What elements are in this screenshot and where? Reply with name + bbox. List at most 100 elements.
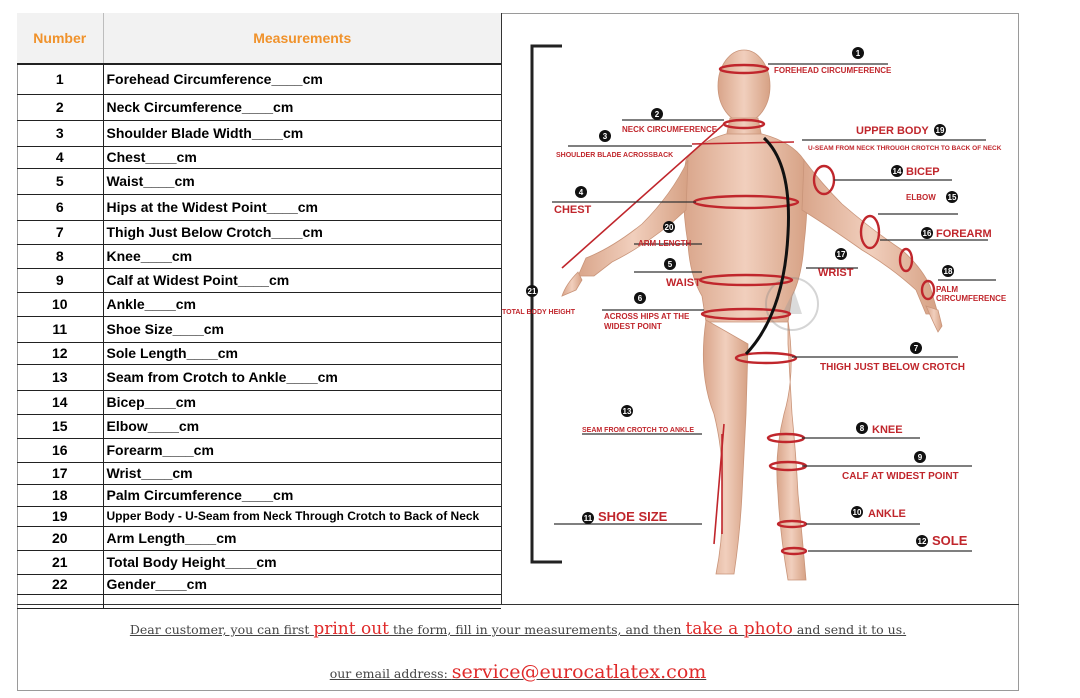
number-badge: 11: [582, 512, 594, 524]
badge-number: 14: [893, 167, 902, 176]
row-number: 10: [17, 292, 104, 317]
diagram-labels: FOREHEAD CIRCUMFERENCE NECK CIRCUMFERENC…: [502, 66, 1007, 548]
badge-number: 8: [860, 424, 865, 433]
row-measurement: Palm Circumference____cm: [103, 484, 501, 507]
row-measurement: Bicep____cm: [103, 390, 501, 415]
badge-number: 20: [665, 223, 674, 232]
footer-text-2: the form, fill in your measurements, and…: [388, 622, 686, 637]
label-hips-line1: ACROSS HIPS AT THE: [604, 312, 690, 321]
label-calf: CALF AT WIDEST POINT: [842, 471, 959, 482]
badge-number: 12: [918, 537, 927, 546]
row-number: 3: [17, 120, 104, 147]
vertical-divider: [501, 13, 502, 605]
label-chest: CHEST: [554, 204, 592, 216]
total-height-bracket: [530, 44, 562, 564]
row-number: 19: [17, 506, 104, 527]
row-measurement: [103, 594, 501, 609]
row-measurement: Upper Body - U-Seam from Neck Through Cr…: [103, 506, 501, 527]
number-badge: 16: [921, 227, 933, 239]
label-palm-line1: PALM: [936, 285, 958, 294]
label-upper-body: UPPER BODY: [856, 125, 929, 137]
badge-number: 15: [948, 193, 957, 202]
row-measurement: Chest____cm: [103, 146, 501, 169]
label-elbow: ELBOW: [906, 193, 936, 202]
row-number: 20: [17, 526, 104, 551]
number-badge: 21: [526, 285, 538, 297]
row-number: 9: [17, 268, 104, 293]
number-badge: 19: [934, 124, 946, 136]
badge-number: 21: [528, 287, 537, 296]
badge-number: 2: [655, 110, 660, 119]
number-badge: 10: [851, 506, 863, 518]
footer-note: Dear customer, you can first print out t…: [17, 605, 1019, 691]
label-hips-line2: WIDEST POINT: [604, 322, 662, 331]
row-number: 12: [17, 342, 104, 365]
number-badge: 3: [599, 130, 611, 142]
highlight-print-out: print out: [313, 619, 389, 639]
number-badge: 1: [852, 47, 864, 59]
badge-number: 17: [837, 250, 846, 259]
label-sole: SOLE: [932, 533, 968, 548]
row-measurement: Sole Length____cm: [103, 342, 501, 365]
row-number: 15: [17, 414, 104, 439]
row-measurement: Shoe Size____cm: [103, 316, 501, 343]
number-badge: 13: [621, 405, 633, 417]
row-number: 5: [17, 168, 104, 195]
badge-number: 18: [944, 267, 953, 276]
row-measurement: Gender____cm: [103, 574, 501, 595]
number-badge: 20: [663, 221, 675, 233]
footer-email-line: our email address: service@eurocatlatex.…: [17, 661, 1019, 683]
highlight-take-photo: take a photo: [685, 619, 793, 639]
row-number: 14: [17, 390, 104, 415]
u-seam-curve: [744, 136, 790, 356]
badge-number: 13: [623, 407, 632, 416]
row-measurement: Thigh Just Below Crotch____cm: [103, 220, 501, 245]
number-badge: 17: [835, 248, 847, 260]
row-number: 17: [17, 462, 104, 485]
label-wrist: WRIST: [818, 267, 854, 279]
label-waist: WAIST: [666, 277, 701, 289]
number-badge: 18: [942, 265, 954, 277]
label-palm-line2: CIRCUMFERENCE: [936, 294, 1007, 303]
label-forearm: FOREARM: [936, 228, 992, 240]
row-number: 18: [17, 484, 104, 507]
label-neck: NECK CIRCUMFERENCE: [622, 125, 718, 134]
email-label: our email address:: [329, 666, 452, 681]
badge-number: 9: [918, 453, 923, 462]
row-number: 11: [17, 316, 104, 343]
watermark-logo: [765, 277, 819, 331]
label-total-height: TOTAL BODY HEIGHT: [502, 309, 576, 316]
label-shoulder-blade: SHOULDER BLADE ACROSSBACK: [556, 152, 673, 159]
row-measurement: Ankle____cm: [103, 292, 501, 317]
row-number: 7: [17, 220, 104, 245]
badge-number: 7: [914, 344, 919, 353]
badge-number: 16: [923, 229, 932, 238]
number-badge: 14: [891, 165, 903, 177]
row-measurement: Neck Circumference____cm: [103, 94, 501, 121]
email-address-link[interactable]: service@eurocatlatex.com: [451, 661, 707, 683]
row-number: 4: [17, 146, 104, 169]
row-number: 13: [17, 364, 104, 391]
label-u-seam: U-SEAM FROM NECK THROUGH CROTCH TO BACK …: [808, 145, 1002, 152]
number-badge: 15: [946, 191, 958, 203]
row-measurement: Seam from Crotch to Ankle____cm: [103, 364, 501, 391]
number-badge: 5: [664, 258, 676, 270]
label-forehead: FOREHEAD CIRCUMFERENCE: [774, 66, 892, 75]
badge-number: 4: [579, 188, 584, 197]
label-knee: KNEE: [872, 424, 903, 436]
